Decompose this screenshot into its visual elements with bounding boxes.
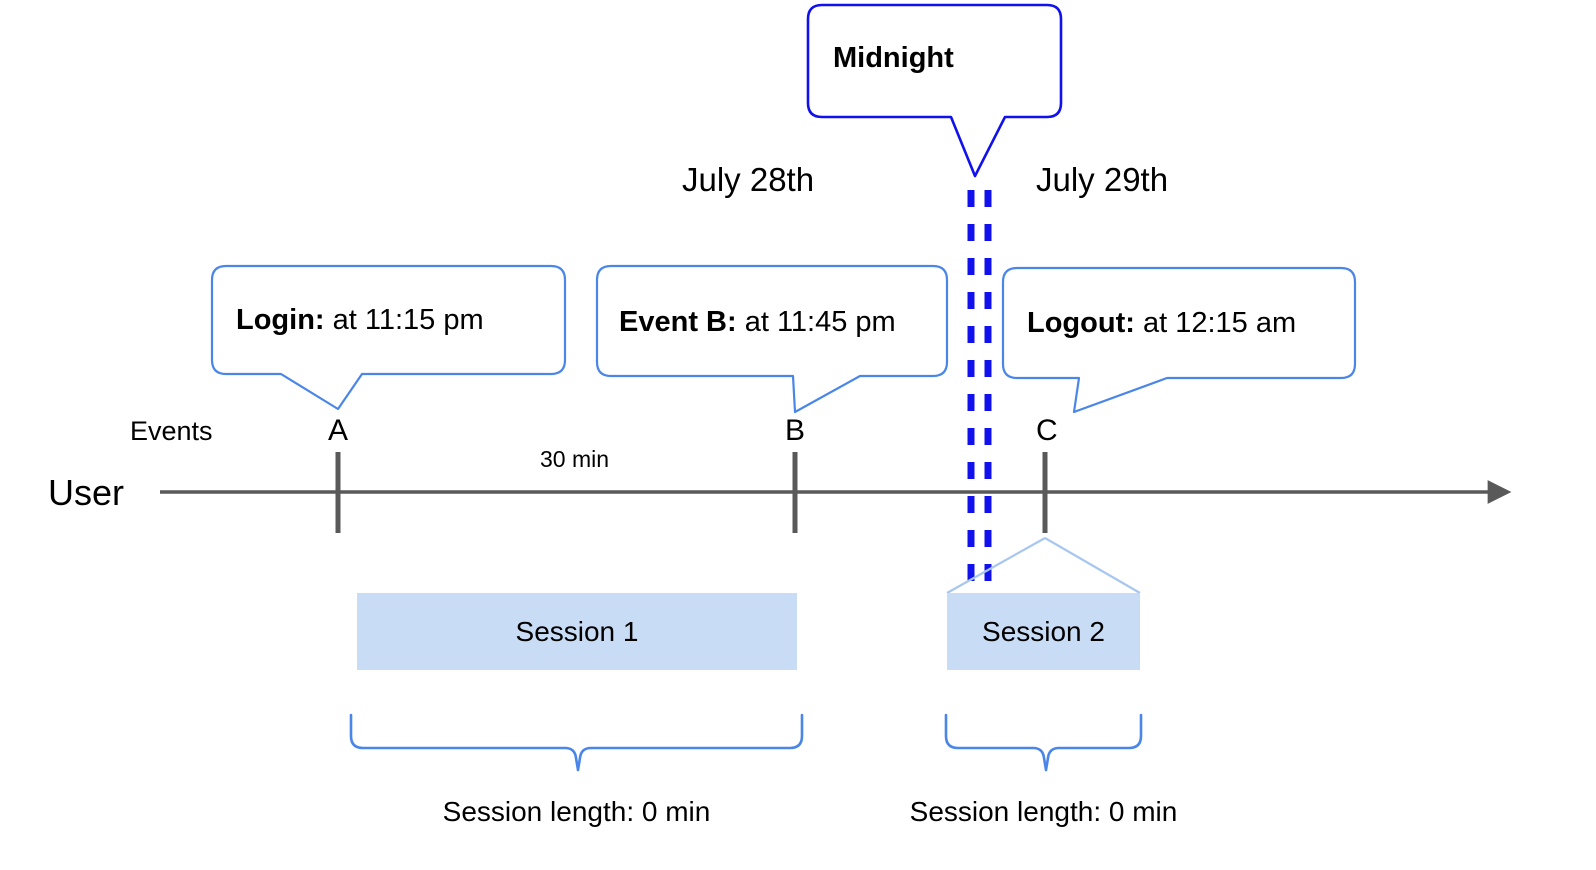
event-callout-value-b: at 11:45 pm xyxy=(744,306,896,338)
date-label-july-28: July 28th xyxy=(682,161,815,198)
session-box-label-2: Session 2 xyxy=(982,616,1105,647)
session-brace-2 xyxy=(944,713,1143,772)
date-label-july-29: July 29th xyxy=(1036,161,1169,198)
event-callout-label-a: Login: xyxy=(236,304,325,336)
session-2-fan xyxy=(946,537,1141,594)
session-box-label-1: Session 1 xyxy=(515,616,639,647)
event-callout-value-c: at 12:15 am xyxy=(1142,307,1297,339)
event-callout-text-c: Logout: at 12:15 am xyxy=(1027,309,1296,338)
session-brace-1 xyxy=(349,713,804,772)
session-box-1 xyxy=(357,593,797,670)
session-length-caption-2: Session length: 0 min xyxy=(909,796,1178,827)
event-callout-value-a: at 11:15 pm xyxy=(332,304,484,336)
session-box-2 xyxy=(947,593,1140,670)
event-callout-text-b: Event B: at 11:45 pm xyxy=(619,308,896,337)
event-callout-shape-b xyxy=(595,264,949,414)
event-callout-label-b: Event B: xyxy=(619,306,737,338)
event-letter-a: A xyxy=(328,414,349,447)
session-length-caption-1: Session length: 0 min xyxy=(442,796,711,827)
event-callout-label-c: Logout: xyxy=(1027,307,1135,339)
row-label-user: User xyxy=(48,472,125,513)
gap-annotation-label: 30 min xyxy=(540,446,610,472)
midnight-callout-shape xyxy=(806,3,1063,178)
event-callout-text-a: Login: at 11:15 pm xyxy=(236,306,484,335)
event-callout-shape-c xyxy=(1001,266,1357,414)
midnight-callout-label: Midnight xyxy=(833,42,954,74)
event-letter-b: B xyxy=(785,414,806,447)
row-label-events: Events xyxy=(130,416,213,446)
event-letter-c: C xyxy=(1036,414,1058,447)
event-callout-shape-a xyxy=(210,264,567,411)
